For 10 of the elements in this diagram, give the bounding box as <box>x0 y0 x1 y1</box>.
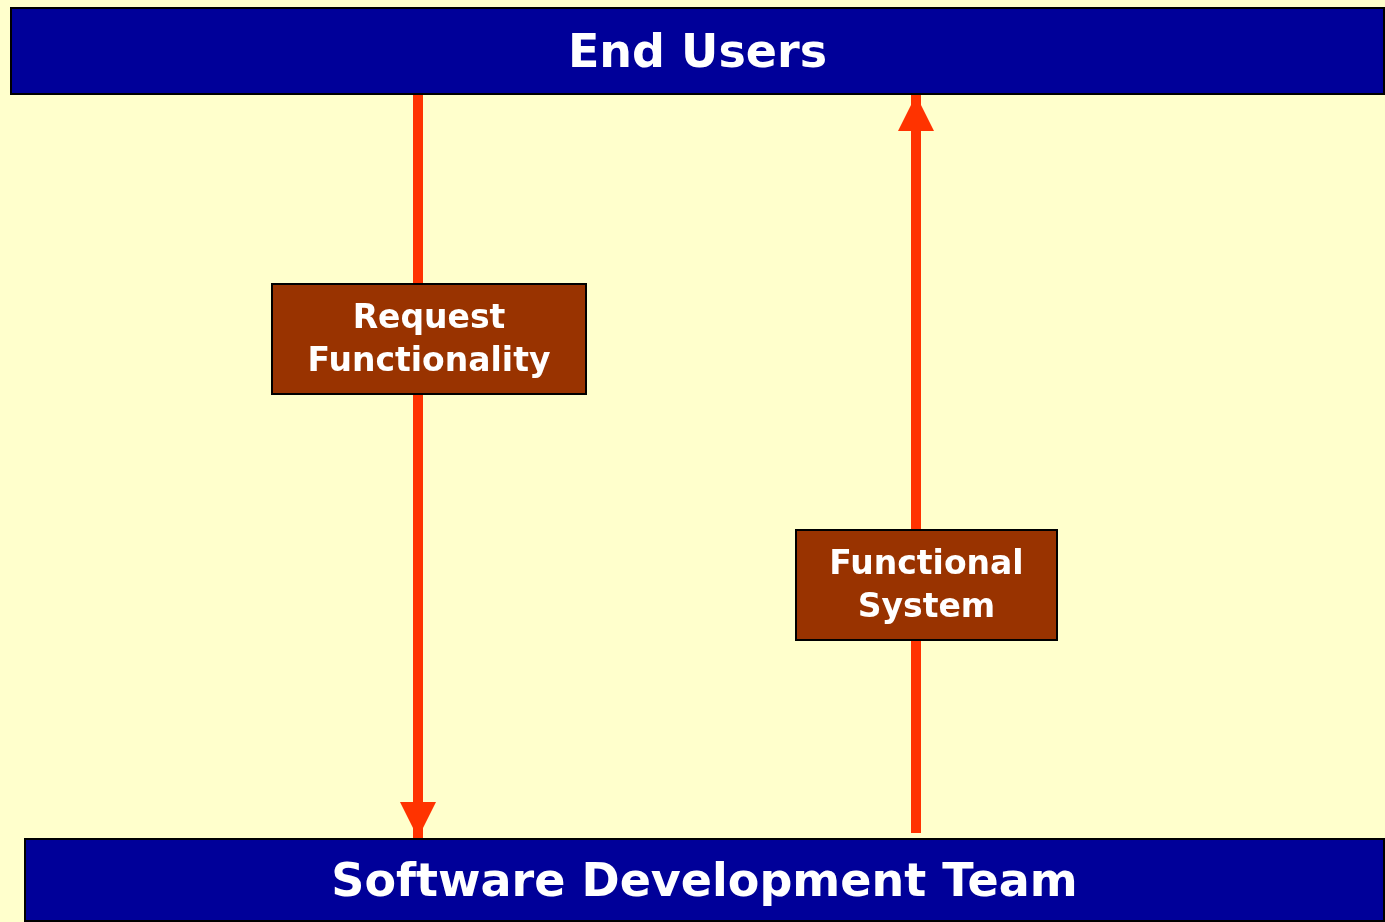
box-label: End Users <box>566 24 829 78</box>
box-label: Software Development Team <box>330 853 1079 907</box>
box-label: Request Functionality <box>306 296 552 381</box>
arrow <box>400 395 436 838</box>
process-box <box>271 283 587 395</box>
group-banner <box>24 838 1385 922</box>
box-label: Functional System <box>828 542 1025 627</box>
process-box <box>795 529 1058 641</box>
group-banner <box>10 7 1385 95</box>
arrow <box>898 95 934 529</box>
